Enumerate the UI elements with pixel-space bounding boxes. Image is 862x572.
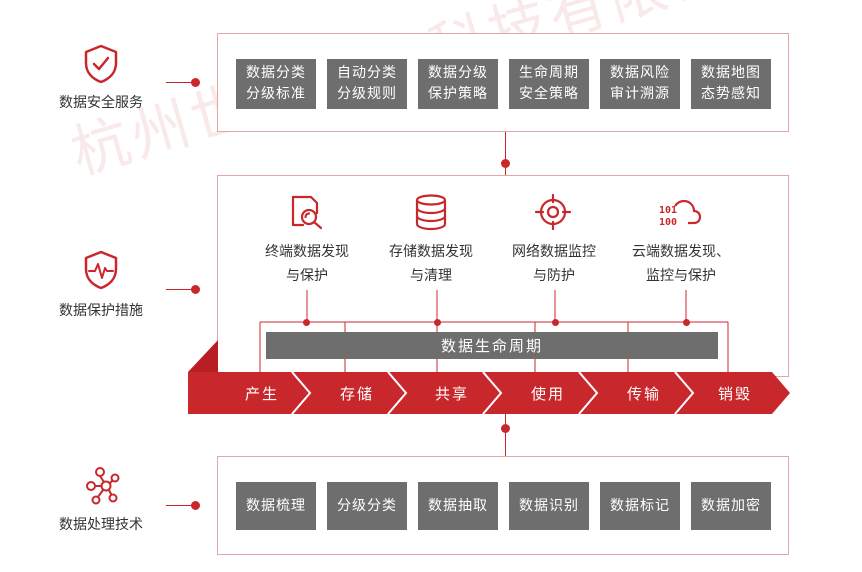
- stage-label: 传输: [626, 385, 661, 403]
- service-box: 数据地图态势感知: [691, 59, 771, 109]
- connector-dot: [303, 319, 310, 326]
- measure-label: 终端数据发现与保护: [265, 244, 349, 284]
- processing-box: 分级分类: [327, 482, 407, 530]
- shield-pulse-icon: [84, 250, 118, 290]
- measure-label: 存储数据发现与清理: [389, 244, 473, 284]
- label-security-services: 数据安全服务: [59, 95, 143, 111]
- processing-box: 数据抽取: [418, 482, 498, 530]
- processing-box: 数据加密: [691, 482, 771, 530]
- connector-vertical-bottom: [505, 414, 506, 456]
- shield-check-icon: [84, 44, 118, 84]
- processing-box: 数据识别: [509, 482, 589, 530]
- stage-label: 存储: [339, 385, 374, 403]
- service-box: 数据风险审计溯源: [600, 59, 680, 109]
- processing-box: 数据标记: [600, 482, 680, 530]
- connector-dot: [501, 159, 510, 168]
- stage-label: 使用: [530, 385, 565, 403]
- label-processing-tech: 数据处理技术: [59, 517, 143, 533]
- magnifier-doc-icon: [291, 195, 323, 230]
- label-protection-measures: 数据保护措施: [59, 303, 143, 319]
- svg-text:101: 101: [659, 205, 677, 216]
- service-box: 数据分类分级标准: [236, 59, 316, 109]
- service-box: 生命周期安全策略: [509, 59, 589, 109]
- stage-label: 产生: [244, 385, 279, 403]
- molecule-icon: [86, 467, 120, 505]
- connector-processing: [166, 505, 196, 506]
- processing-box: 数据梳理: [236, 482, 316, 530]
- connector-dot: [191, 78, 200, 87]
- service-box: 数据分级保护策略: [418, 59, 498, 109]
- stage-label: 销毁: [717, 385, 752, 403]
- database-icon: [415, 194, 447, 231]
- connector-dot: [501, 424, 510, 433]
- stage-label: 共享: [434, 385, 469, 403]
- cloud-binary-icon: 101 100: [659, 199, 702, 228]
- connector-dot: [191, 501, 200, 510]
- connector-measures: [166, 289, 196, 290]
- connector-dot: [191, 285, 200, 294]
- service-box: 自动分类分级规则: [327, 59, 407, 109]
- connector-dot: [683, 319, 690, 326]
- connector-dot: [434, 319, 441, 326]
- measure-label: 网络数据监控与防护: [512, 244, 596, 284]
- svg-text:100: 100: [659, 217, 677, 228]
- lifecycle-title-bar: 数据生命周期: [266, 332, 718, 359]
- crosshair-icon: [534, 193, 572, 231]
- connector-dot: [552, 319, 559, 326]
- measure-label: 云端数据发现、监控与保护: [632, 244, 730, 284]
- connector-services: [166, 82, 196, 83]
- connector-vertical-top: [505, 132, 506, 176]
